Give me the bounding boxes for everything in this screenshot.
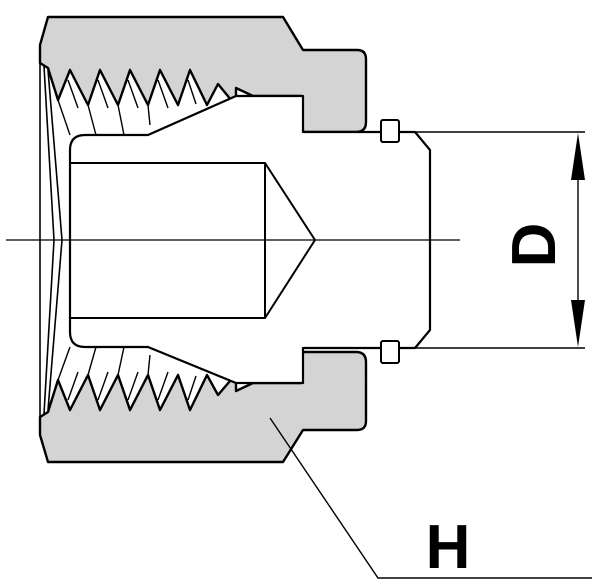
seal-ring-top xyxy=(380,119,400,143)
thread-lower xyxy=(47,346,219,412)
hex-leader-line xyxy=(269,417,592,579)
seal-ring-bottom xyxy=(380,340,400,364)
arrow-down-icon xyxy=(571,300,585,347)
dimension-d xyxy=(415,131,585,349)
hex-size-label: H xyxy=(426,513,471,582)
diameter-label: D xyxy=(500,223,569,268)
thread-upper xyxy=(47,68,219,136)
arrow-up-icon xyxy=(571,133,585,180)
